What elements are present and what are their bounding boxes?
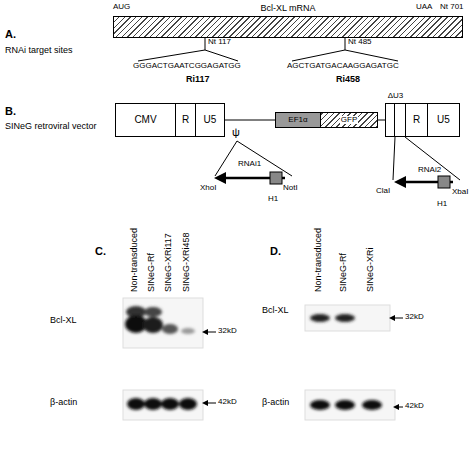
ltr-segment: U5 bbox=[195, 103, 225, 137]
target-name: Ri117 bbox=[186, 75, 210, 85]
vector-backbone bbox=[378, 120, 385, 121]
lane-label: SINeG-XRi458 bbox=[182, 232, 192, 292]
panel-letter: B. bbox=[5, 105, 16, 117]
lane-label: Non-transduced bbox=[314, 228, 324, 292]
node-label: Bcl-XL mRNA bbox=[260, 4, 315, 13]
size-marker: 32kD bbox=[218, 327, 237, 336]
lane-label: Non-transduced bbox=[130, 228, 140, 292]
panel-letter: A. bbox=[5, 28, 16, 40]
panel-letter: D. bbox=[270, 245, 281, 257]
rnai-cassette-1 bbox=[214, 172, 285, 184]
codon-label: UAA bbox=[416, 3, 432, 12]
node-label: CMV bbox=[134, 115, 156, 125]
node-label: U5 bbox=[204, 115, 217, 125]
size-marker: 42kD bbox=[405, 402, 424, 411]
mrna-bar: Bcl-XL mRNA bbox=[113, 16, 463, 38]
node-label: ΔU3 bbox=[388, 92, 404, 100]
node-label: R bbox=[182, 115, 189, 125]
segment-divider bbox=[394, 104, 395, 136]
psi-symbol: ψ bbox=[232, 126, 240, 138]
annotation: RNAi target sites bbox=[5, 46, 73, 56]
codon-label: AUG bbox=[113, 3, 130, 12]
panel-letter: C. bbox=[95, 245, 106, 257]
gene-box: GFP bbox=[320, 112, 378, 128]
sequence: GGGACTGAATCGGAGATGG bbox=[133, 62, 241, 71]
sequence: AGCTGATGACAAGGAGATGC bbox=[287, 62, 399, 71]
lane-label: SINeG-XRi bbox=[366, 247, 376, 292]
connector-line bbox=[378, 120, 385, 121]
rnai-cassette-2 bbox=[394, 176, 453, 188]
position-label: Nt 485 bbox=[348, 38, 372, 47]
size-marker: 42kD bbox=[218, 398, 237, 407]
vector-backbone bbox=[225, 120, 275, 121]
ltr-segment: CMV bbox=[115, 103, 176, 137]
western-blot-d bbox=[305, 305, 403, 420]
node-label: GFP bbox=[340, 116, 358, 124]
lane-label: SINeG-Rf bbox=[147, 253, 157, 292]
restriction-site: NotI bbox=[283, 184, 298, 193]
rnai-label: RNAi2 bbox=[418, 166, 441, 175]
lane-label: SINeG-XRi117 bbox=[164, 233, 174, 292]
rnai-label: RNAi1 bbox=[238, 160, 261, 169]
lane-label: SINeG-Rf bbox=[339, 253, 349, 292]
protein-label: β-actin bbox=[262, 398, 289, 408]
node-label: R bbox=[413, 115, 420, 125]
ltr-segment: R bbox=[175, 103, 196, 137]
ltr-segment: U5 bbox=[427, 103, 460, 137]
position-label: Nt 117 bbox=[208, 38, 231, 47]
western-blot-c bbox=[123, 298, 216, 420]
protein-label: Bcl-XL bbox=[50, 316, 77, 326]
promoter-box: EF1α bbox=[275, 112, 321, 128]
restriction-site: ClaI bbox=[376, 187, 390, 196]
promoter-label: H1 bbox=[268, 195, 278, 204]
annotation: SINeG retroviral vector bbox=[5, 122, 100, 132]
protein-label: Bcl-XL bbox=[262, 306, 289, 316]
node-label: U5 bbox=[437, 115, 450, 125]
connector-line bbox=[225, 120, 275, 121]
ltr-segment: ΔU3 bbox=[385, 103, 406, 137]
target-name: Ri458 bbox=[336, 75, 360, 85]
position-label: Nt 701 bbox=[440, 3, 464, 12]
node-label: EF1α bbox=[288, 116, 307, 124]
restriction-site: XbaI bbox=[452, 188, 468, 197]
size-marker: 32kD bbox=[405, 313, 424, 322]
promoter-label: H1 bbox=[437, 200, 447, 209]
ltr-segment: R bbox=[405, 103, 428, 137]
target-site-leaders bbox=[138, 38, 398, 61]
insert-leaders bbox=[215, 137, 460, 180]
protein-label: β-actin bbox=[50, 398, 77, 408]
restriction-site: XhoI bbox=[200, 184, 216, 193]
